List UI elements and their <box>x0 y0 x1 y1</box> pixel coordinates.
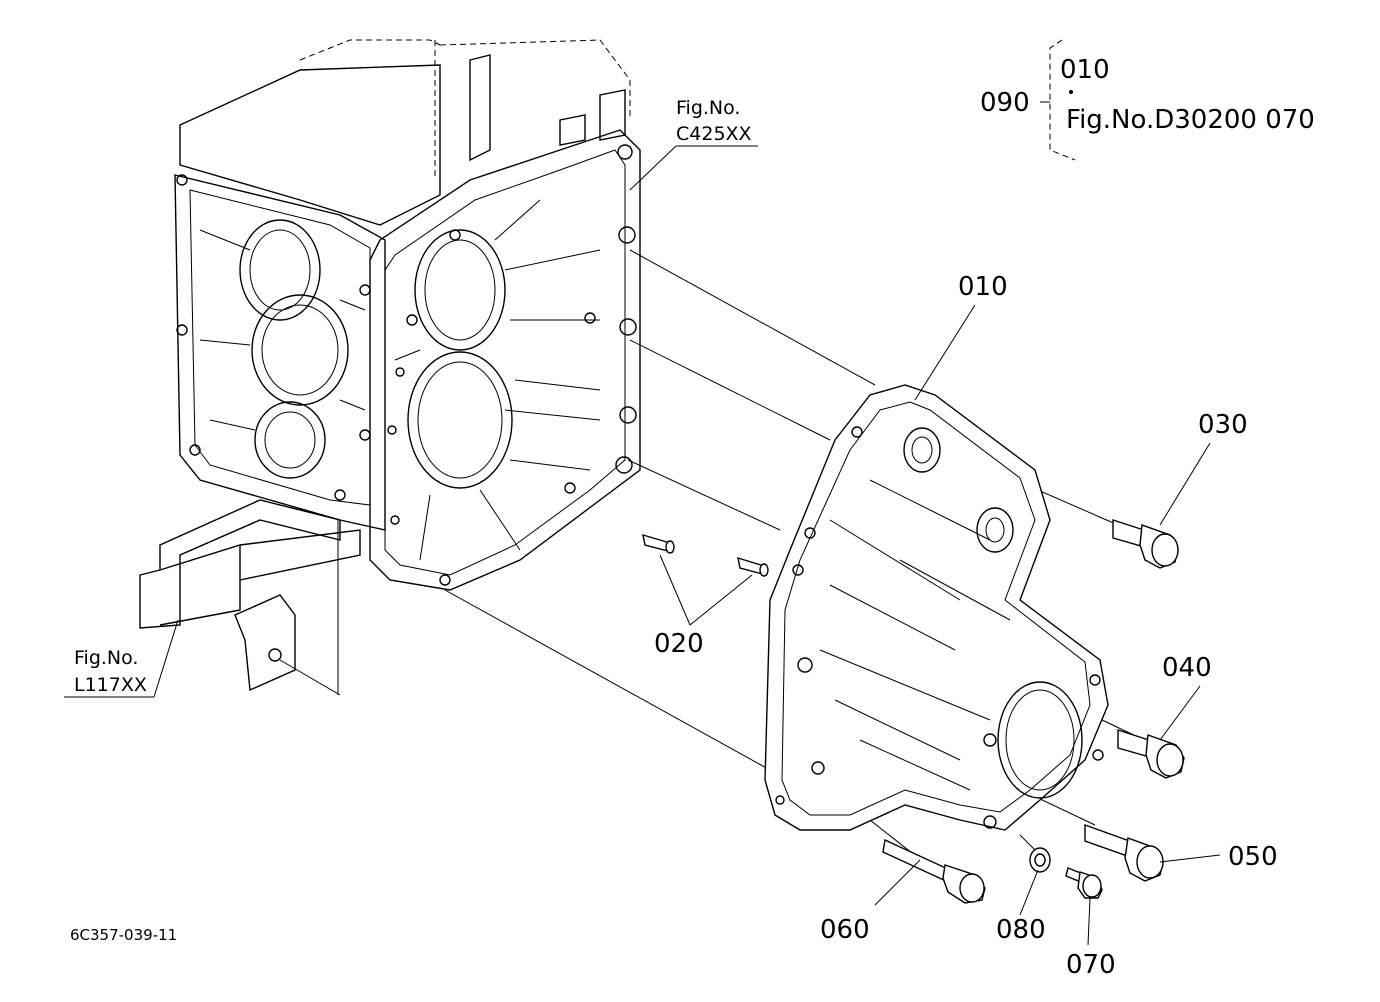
washer-080 <box>1029 847 1051 873</box>
leader-lines <box>64 39 1221 946</box>
fig-ref-upper-prefix: Fig.No. <box>676 97 740 119</box>
callout-010: 010 <box>958 272 1008 302</box>
callout-040: 040 <box>1162 653 1212 683</box>
callout-070: 070 <box>1066 950 1116 980</box>
plug-050 <box>1084 824 1164 882</box>
plug-040 <box>1117 729 1185 779</box>
bolt-060 <box>882 838 986 904</box>
plug-030 <box>1112 519 1179 569</box>
group-child-010: 010 <box>1060 55 1110 85</box>
group-parent-090: 090 <box>980 88 1030 118</box>
transmission-case-drawing <box>174 39 641 591</box>
callout-060: 060 <box>820 915 870 945</box>
dowel-pins-020 <box>642 533 769 577</box>
fig-ref-lower-code: L117XX <box>74 674 147 696</box>
callout-030: 030 <box>1198 410 1248 440</box>
group-child-fig-ref: Fig.No.D30200 070 <box>1066 105 1315 135</box>
bolt-070 <box>1065 867 1103 899</box>
group-separator-dot <box>1069 90 1073 94</box>
mounting-bracket-drawing <box>139 499 361 696</box>
fig-ref-upper-code: C425XX <box>676 123 752 145</box>
transmission-cover-010 <box>764 384 1109 831</box>
fig-ref-lower-prefix: Fig.No. <box>74 647 138 669</box>
flange-bolt-holes <box>176 144 637 586</box>
callout-020: 020 <box>654 629 704 659</box>
callout-080: 080 <box>996 915 1046 945</box>
callout-050: 050 <box>1228 842 1278 872</box>
drawing-code: 6C357-039-11 <box>70 926 177 944</box>
